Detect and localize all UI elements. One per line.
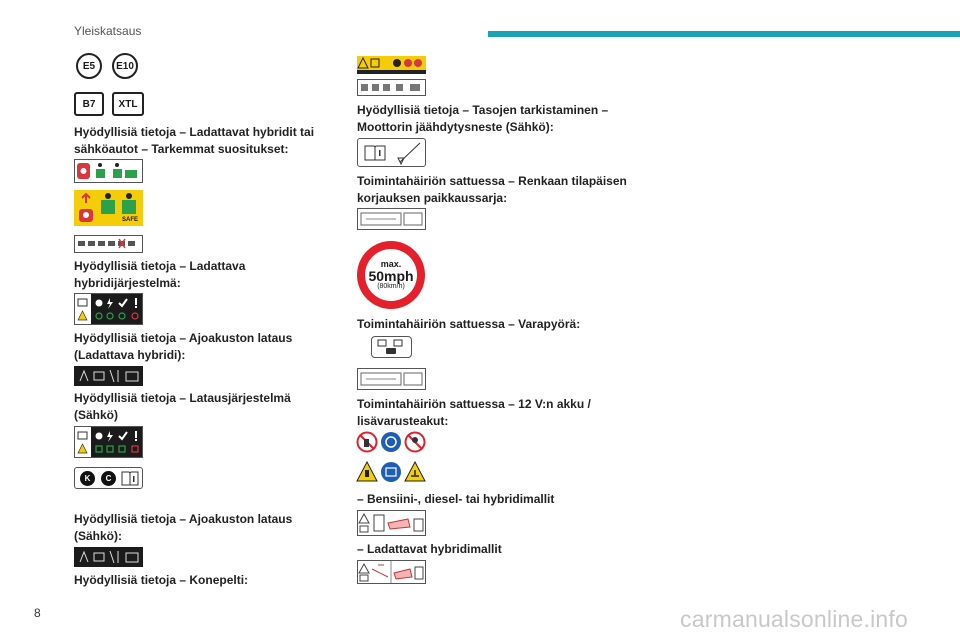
section-header: Yleiskatsaus: [74, 24, 142, 38]
petrol-diesel-label: [357, 510, 426, 536]
bonnet-info-strip: [357, 79, 426, 96]
header-accent-bar: [488, 31, 960, 37]
hybrid-warning-strip: [74, 235, 143, 253]
bonnet-warning-label: [357, 56, 426, 74]
spare-wheel-off-label: [371, 336, 412, 358]
fuel-e10-symbol: E10: [112, 53, 138, 79]
fuel-b7-symbol: B7: [74, 92, 104, 116]
heading-spare-wheel: Toimintahäiriön sattuessa – Varapyörä:: [357, 317, 581, 331]
coolant-label: [357, 138, 426, 167]
heading-bonnet: Hyödyllisiä tietoja – Konepelti:: [74, 573, 249, 587]
heading-hybrid-system: Hyödyllisiä tietoja – Ladattava hybridij…: [74, 259, 246, 290]
heading-coolant: Hyödyllisiä tietoja – Tasojen tarkistami…: [357, 103, 609, 134]
heading-repair-kit: Toimintahäiriön sattuessa – Renkaan tila…: [357, 174, 627, 205]
charging-ev-label: [74, 547, 143, 567]
fuel-e5-symbol: E5: [76, 53, 102, 79]
heading-charging-ev: Hyödyllisiä tietoja – Ajoakuston lataus …: [74, 512, 293, 543]
repair-kit-label: [357, 208, 426, 230]
heading-12v-battery: Toimintahäiriön sattuessa – 12 V:n akku …: [357, 397, 591, 428]
speed-mph-text: 50mph: [368, 268, 414, 284]
plugin-hybrid-label: [357, 560, 426, 584]
fuel-xtl-symbol: XTL: [112, 92, 144, 116]
page-number: 8: [34, 606, 41, 620]
hybrid-system-label: [74, 293, 143, 325]
battery-prohibition-icons: [356, 431, 426, 453]
heading-plugin-hybrid: – Ladattavat hybridimallit: [357, 542, 502, 556]
battery-warning-icons: [356, 461, 426, 482]
charging-hybrid-label: [74, 366, 143, 386]
speed-kmh-text: (80km/h): [377, 283, 405, 290]
spare-wheel-label: [357, 368, 426, 390]
watermark: carmanualsonline.info: [680, 606, 908, 632]
charging-label-1: [74, 159, 143, 183]
ev-charging-system-label: [74, 426, 143, 458]
heading-recommendations: Hyödyllisiä tietoja – Ladattavat hybridi…: [74, 125, 315, 156]
manual-book-icon: [121, 471, 139, 486]
speed-max-text: max.: [380, 259, 402, 269]
safe-text: SAFE: [122, 217, 139, 223]
heading-charging-hybrid: Hyödyllisiä tietoja – Ajoakuston lataus …: [74, 331, 293, 362]
speed-limit-sign: max. 50mph (80km/h): [357, 241, 425, 309]
heading-petrol-diesel-hybrid: – Bensiini-, diesel- tai hybridimallit: [357, 492, 555, 506]
k-badge: K: [80, 471, 95, 486]
heading-charging-system-ev: Hyödyllisiä tietoja – Latausjärjestelmä …: [74, 391, 291, 422]
charging-label-safe: SAFE: [74, 190, 143, 226]
c-badge: C: [101, 471, 116, 486]
kc-info-label: K C: [74, 467, 143, 489]
